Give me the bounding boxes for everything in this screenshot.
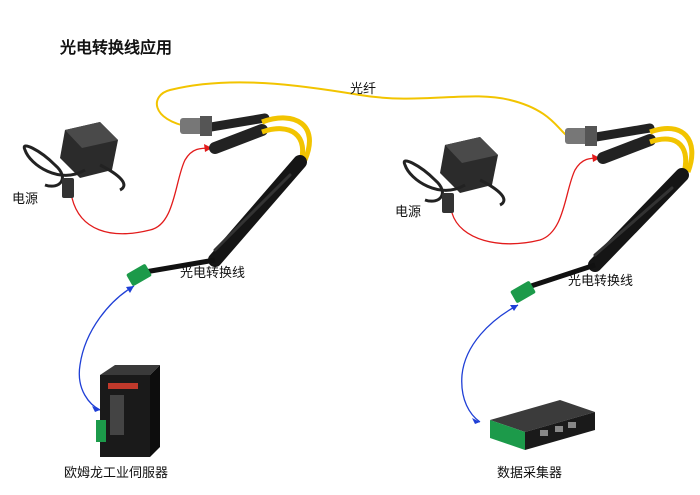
power-label-left: 电源: [12, 192, 39, 207]
collector-label: 数据采集器: [497, 466, 563, 481]
converter-label-left: 光电转换线: [180, 266, 246, 281]
power-label-right: 电源: [395, 205, 422, 220]
converter-cable-left-icon: [126, 113, 312, 286]
diagram-title: 光电转换线应用: [60, 38, 173, 57]
signal-line-left: [78, 285, 135, 411]
power-line-left: [71, 147, 213, 235]
servo-drive-icon: [96, 365, 160, 457]
fiber-link: [155, 81, 576, 140]
power-line-right: [451, 157, 601, 245]
converter-label-right: 光电转换线: [568, 274, 634, 289]
converter-cable-right-icon: [510, 123, 695, 303]
fiber-label: 光纤: [350, 82, 377, 97]
power-adapter-right-icon: [402, 137, 506, 213]
signal-line-right: [461, 304, 519, 423]
data-collector-icon: [490, 400, 595, 450]
power-adapter-left-icon: [22, 122, 126, 198]
servo-label: 欧姆龙工业伺服器: [64, 466, 169, 481]
